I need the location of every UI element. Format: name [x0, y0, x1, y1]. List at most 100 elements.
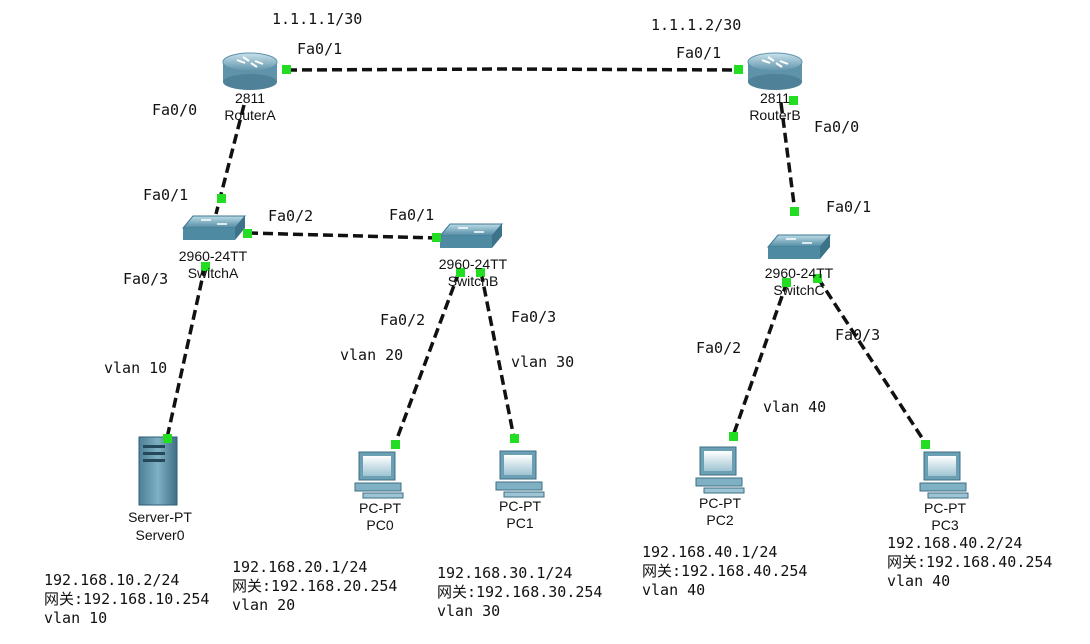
- pc3-info: 192.168.40.2/24 网关:192.168.40.254 vlan 4…: [887, 534, 1052, 591]
- host-gateway: 网关:192.168.40.254: [887, 553, 1053, 571]
- pc2-label: PC-PT PC2: [688, 495, 752, 529]
- switch-model: 2960-24TT: [178, 248, 248, 264]
- host-vlan: vlan 10: [44, 609, 108, 627]
- port-lights: [163, 65, 930, 449]
- port-light: [243, 229, 252, 238]
- port-label: Fa0/2: [696, 339, 742, 357]
- host-ip: 192.168.20.1/24: [232, 558, 368, 576]
- pc-type: PC-PT: [359, 500, 401, 516]
- pc-name: PC0: [366, 517, 394, 533]
- pc2-info: 192.168.40.1/24 网关:192.168.40.254 vlan 4…: [642, 543, 807, 600]
- port-label: Fa0/1: [389, 206, 435, 224]
- vlan-label: vlan 10: [104, 359, 168, 377]
- pc3-label: PC-PT PC3: [913, 500, 977, 534]
- port-light: [456, 268, 465, 277]
- link-switchc-pc2[interactable]: [731, 281, 789, 437]
- pc-icon[interactable]: [695, 446, 745, 494]
- port-light: [729, 432, 738, 441]
- port-label: Fa0/3: [835, 326, 881, 344]
- host-gateway: 网关:192.168.10.254: [44, 590, 210, 608]
- links: [165, 67, 928, 445]
- host-ip: 192.168.40.2/24: [887, 534, 1023, 552]
- host-vlan: vlan 40: [642, 581, 706, 599]
- port-light: [163, 434, 172, 443]
- port-label: Fa0/1: [143, 186, 189, 204]
- host-vlan: vlan 20: [232, 596, 296, 614]
- port-label: Fa0/0: [152, 101, 198, 119]
- router-icon[interactable]: [222, 52, 278, 90]
- server-name: Server0: [135, 527, 185, 543]
- switch-icon[interactable]: [181, 215, 247, 240]
- port-light: [921, 440, 930, 449]
- server-icon[interactable]: [138, 436, 178, 506]
- port-label: Fa0/2: [380, 311, 426, 329]
- router-model: 2811: [759, 90, 791, 106]
- host-ip: 192.168.30.1/24: [437, 564, 573, 582]
- router-icon[interactable]: [747, 52, 803, 90]
- link-switcha-server0[interactable]: [165, 265, 207, 439]
- port-light: [391, 440, 400, 449]
- host-gateway: 网关:192.168.20.254: [232, 577, 398, 595]
- pc-icon[interactable]: [495, 450, 545, 498]
- port-light: [201, 262, 210, 271]
- host-ip: 192.168.40.1/24: [642, 543, 778, 561]
- port-light: [282, 65, 291, 74]
- port-light: [782, 278, 791, 287]
- port-light: [217, 194, 226, 203]
- switch-name: SwitchB: [447, 273, 499, 289]
- port-label: Fa0/2: [268, 207, 314, 225]
- server-info: 192.168.10.2/24 网关:192.168.10.254 vlan 1…: [44, 571, 209, 628]
- port-light: [432, 233, 441, 242]
- pc0-label: PC-PT PC0: [348, 500, 412, 534]
- link-routera-routerb[interactable]: [286, 67, 739, 72]
- switch-model: 2960-24TT: [438, 256, 508, 272]
- pc-name: PC2: [706, 512, 734, 528]
- pc-icon[interactable]: [354, 451, 404, 499]
- port-label: Fa0/3: [511, 308, 557, 326]
- port-label: Fa0/1: [826, 198, 872, 216]
- port-label: Fa0/1: [297, 40, 343, 58]
- port-light: [813, 274, 822, 283]
- switch-a-label: 2960-24TT SwitchA: [163, 248, 263, 282]
- vlan-label: vlan 20: [340, 346, 404, 364]
- router-b-label: 2811 RouterB: [737, 90, 813, 124]
- port-label: Fa0/1: [676, 44, 722, 62]
- pc-type: PC-PT: [499, 498, 541, 514]
- switch-name: SwitchC: [773, 282, 825, 298]
- server-type: Server-PT: [128, 509, 192, 525]
- port-label: Fa0/3: [123, 270, 169, 288]
- switch-c-label: 2960-24TT SwitchC: [749, 265, 849, 299]
- switch-icon[interactable]: [438, 223, 504, 248]
- pc-type: PC-PT: [699, 495, 741, 511]
- vlan-label: vlan 30: [511, 353, 575, 371]
- wan-ip-left: 1.1.1.1/30: [272, 10, 363, 28]
- switch-model: 2960-24TT: [764, 265, 834, 281]
- switch-name: SwitchA: [187, 265, 239, 281]
- router-name: RouterA: [224, 107, 276, 123]
- link-switchb-pc1[interactable]: [479, 271, 516, 439]
- host-vlan: vlan 40: [887, 572, 951, 590]
- host-gateway: 网关:192.168.40.254: [642, 562, 808, 580]
- switch-b-label: 2960-24TT SwitchB: [423, 256, 523, 290]
- switch-icon[interactable]: [766, 234, 832, 259]
- link-switchc-pc3[interactable]: [816, 277, 928, 445]
- host-ip: 192.168.10.2/24: [44, 571, 180, 589]
- pc-type: PC-PT: [924, 500, 966, 516]
- vlan-label: vlan 40: [763, 398, 827, 416]
- link-switchb-pc0[interactable]: [393, 271, 461, 445]
- link-routerb-switchc[interactable]: [779, 102, 797, 213]
- pc0-info: 192.168.20.1/24 网关:192.168.20.254 vlan 2…: [232, 558, 397, 615]
- pc-name: PC3: [931, 517, 959, 533]
- host-vlan: vlan 30: [437, 602, 501, 620]
- wan-ip-right: 1.1.1.2/30: [651, 16, 742, 34]
- router-name: RouterB: [749, 107, 801, 123]
- host-gateway: 网关:192.168.30.254: [437, 583, 603, 601]
- port-label: Fa0/0: [814, 118, 860, 136]
- pc1-info: 192.168.30.1/24 网关:192.168.30.254 vlan 3…: [437, 564, 602, 621]
- port-light: [476, 268, 485, 277]
- port-light: [790, 207, 799, 216]
- link-switcha-switchb[interactable]: [247, 231, 437, 240]
- port-light: [510, 434, 519, 443]
- pc-icon[interactable]: [919, 451, 969, 499]
